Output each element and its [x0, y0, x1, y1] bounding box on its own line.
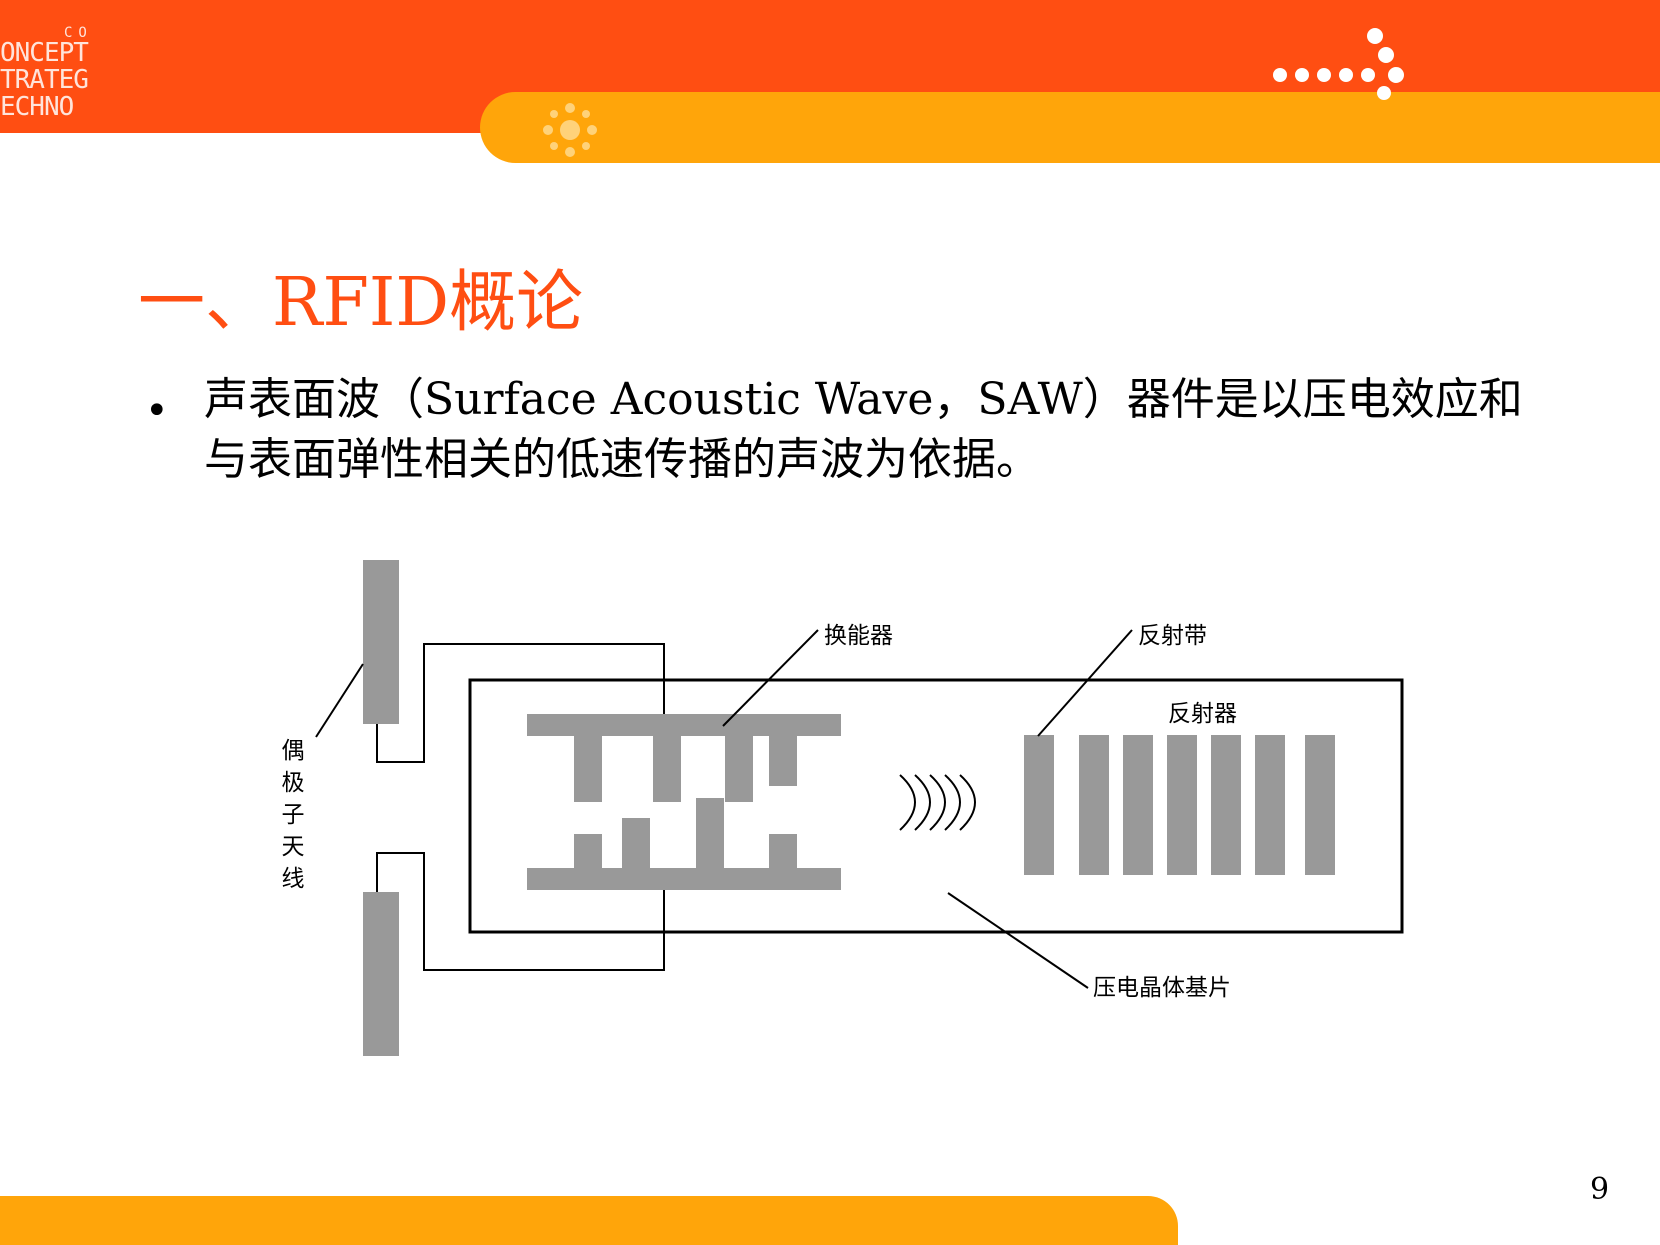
brand-logo: CO ONCEPT TRATEG ECHNO [0, 26, 120, 136]
logo-line-1: CO [64, 25, 93, 41]
sun-decoration-icon [543, 103, 597, 157]
transducer [527, 714, 841, 890]
page-number: 9 [1590, 1172, 1610, 1207]
footer-bar [0, 1196, 1178, 1245]
reflector-band-label: 反射带 [1138, 623, 1207, 649]
upper-wire [376, 643, 665, 763]
bullet-text: 声表面波（Surface Acoustic Wave，SAW）器件是以压电效应和… [204, 374, 1523, 485]
antenna-upper-bar [363, 560, 399, 724]
wave-icon [899, 774, 976, 831]
antenna-lower-bar [363, 892, 399, 1056]
header-accent-bar [480, 92, 1660, 163]
substrate-label: 压电晶体基片 [1093, 975, 1231, 1001]
leader-lines [315, 629, 1133, 989]
reflector-label: 反射器 [1168, 701, 1237, 727]
reflector-strips [1024, 735, 1335, 875]
logo-line-2: ONCEPT [0, 38, 89, 68]
substrate-rect [468, 678, 1404, 934]
slide-title: 一、RFID概论 [138, 263, 584, 341]
logo-line-4: ECHNO [0, 92, 74, 122]
bullet-icon: • [145, 388, 169, 434]
dipole-antenna-label: 偶极子天线 [281, 738, 305, 892]
logo-line-3: TRATEG [0, 65, 89, 95]
lower-wire [376, 852, 665, 971]
transducer-label: 换能器 [824, 623, 893, 649]
dots-decoration-icon [1273, 28, 1404, 100]
